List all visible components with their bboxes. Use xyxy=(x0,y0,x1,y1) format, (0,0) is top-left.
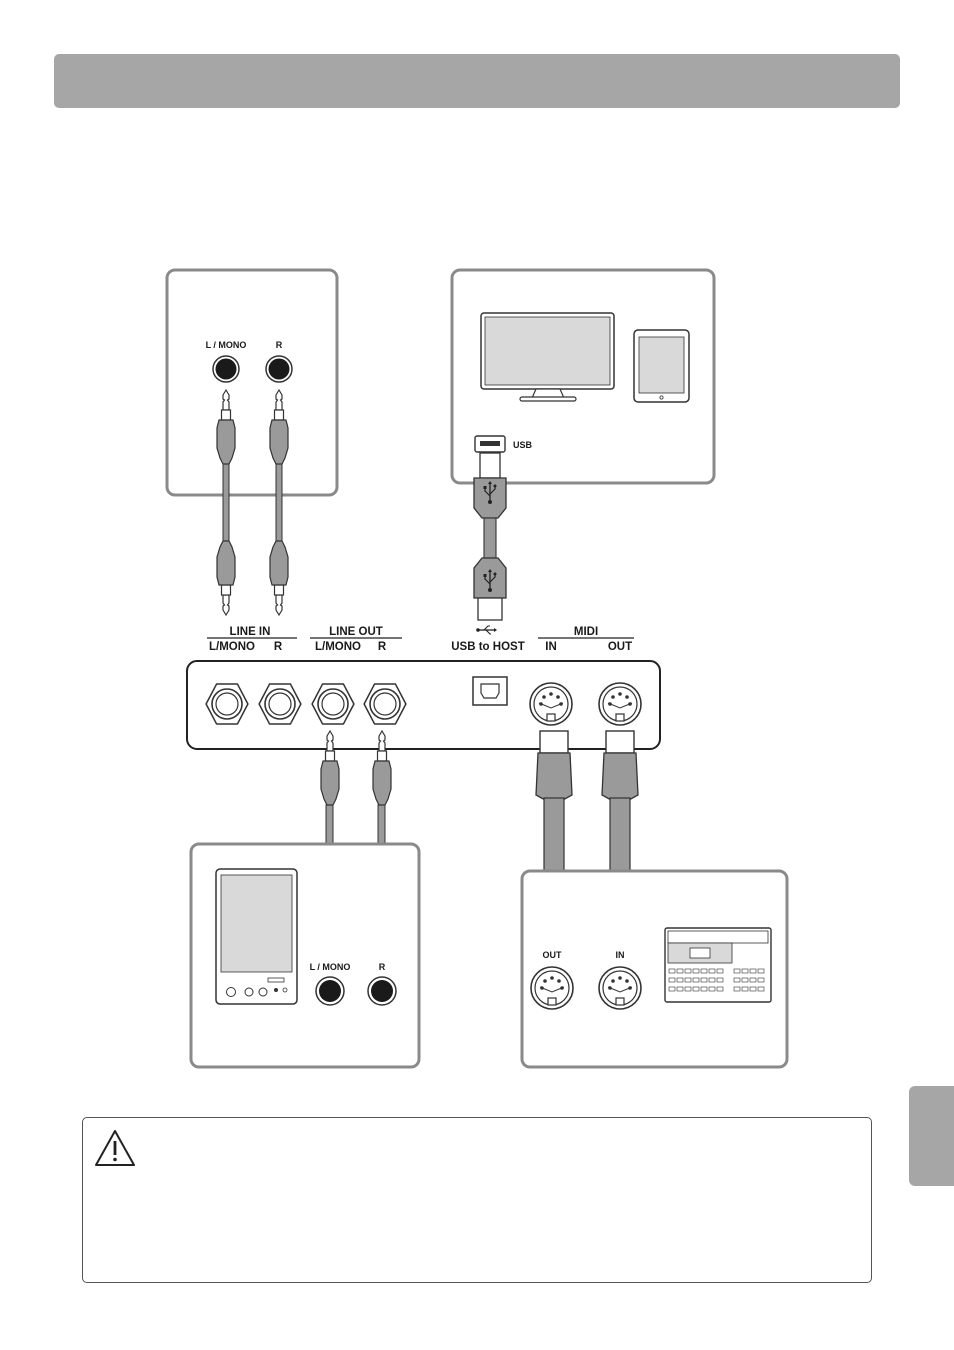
recorder-jack-r[interactable] xyxy=(367,976,397,1006)
audio-jack-r[interactable] xyxy=(265,355,293,383)
header-bar xyxy=(54,54,900,108)
line-in-r-label: R xyxy=(274,641,283,653)
audio-jack-l[interactable] xyxy=(212,355,240,383)
line-in-cable-l xyxy=(216,389,236,616)
caution-box xyxy=(82,1117,872,1283)
midi-device-icon xyxy=(664,927,772,1003)
section-tab xyxy=(909,1086,954,1186)
usb-to-host-port[interactable] xyxy=(472,676,508,706)
line-in-cable-r xyxy=(269,389,289,616)
midi-out-label: OUT xyxy=(608,641,632,653)
audio-jack-l-label: L / MONO xyxy=(206,340,247,350)
tablet-icon xyxy=(633,329,690,403)
line-out-lmono-label: L/MONO xyxy=(315,641,361,653)
audio-recorder-icon xyxy=(215,868,298,1005)
line-out-r-label: R xyxy=(378,641,387,653)
recorder-jack-l-label: L / MONO xyxy=(310,962,351,972)
midi-header: MIDI xyxy=(574,626,598,638)
warning-triangle-icon xyxy=(95,1130,135,1166)
jack-panel xyxy=(186,660,661,750)
midi-device-out-label: OUT xyxy=(543,950,563,960)
midi-device-panel xyxy=(520,869,789,1069)
midi-in-label: IN xyxy=(545,641,557,653)
recorder-jack-r-label: R xyxy=(379,962,386,972)
usb-cable xyxy=(473,452,507,621)
usb-to-host-label: USB to HOST xyxy=(451,641,524,653)
audio-jack-r-label: R xyxy=(276,340,283,350)
midi-out-socket[interactable] xyxy=(598,682,642,726)
monitor-icon xyxy=(480,312,615,402)
usb-trident-icon xyxy=(476,625,497,635)
midi-device-out-socket[interactable] xyxy=(530,966,574,1010)
midi-device-in-label: IN xyxy=(616,950,625,960)
usb-port-label: USB xyxy=(513,440,533,450)
recorder-jack-l[interactable] xyxy=(315,976,345,1006)
midi-in-socket[interactable] xyxy=(529,682,573,726)
usb-port[interactable] xyxy=(474,435,506,453)
midi-device-in-socket[interactable] xyxy=(598,966,642,1010)
line-in-header: LINE IN xyxy=(230,626,271,638)
line-out-header: LINE OUT xyxy=(329,626,383,638)
line-in-lmono-label: L/MONO xyxy=(209,641,255,653)
audio-device-panel xyxy=(165,268,339,497)
